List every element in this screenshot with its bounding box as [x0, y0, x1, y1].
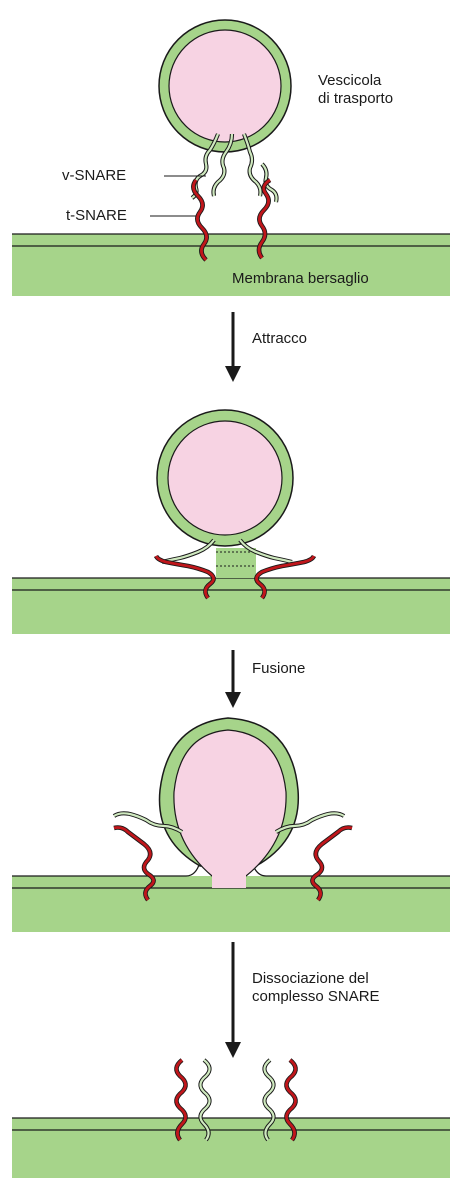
arrow-2	[225, 650, 241, 708]
arrow-3	[225, 942, 241, 1058]
vesicle-lumen	[169, 30, 281, 142]
v-snare-right	[244, 134, 277, 202]
v-snare-label: v-SNARE	[62, 167, 126, 185]
step-label-fusione: Fusione	[252, 660, 305, 678]
stage-2	[12, 410, 450, 634]
step-label-dissociazione: Dissociazione del complesso SNARE	[252, 970, 380, 1006]
membrane-label: Membrana bersaglio	[232, 270, 369, 288]
t-snare-label: t-SNARE	[66, 207, 127, 225]
arrow-1	[225, 312, 241, 382]
stage-1	[12, 20, 450, 296]
stage-4	[12, 1060, 450, 1178]
step-label-attracco: Attracco	[252, 330, 307, 348]
stage-3	[12, 718, 450, 932]
vesicle-label: Vescicola di trasporto	[318, 72, 393, 108]
target-membrane	[12, 234, 450, 296]
target-membrane-2	[12, 578, 450, 634]
